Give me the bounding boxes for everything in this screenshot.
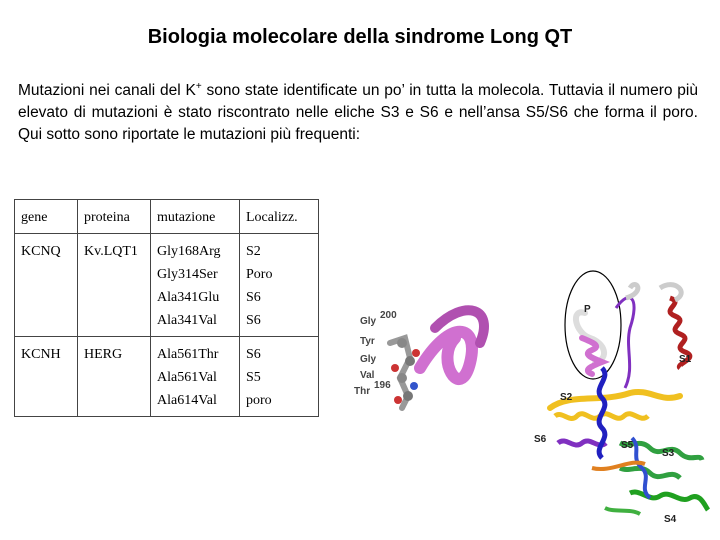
location-item: Poro: [246, 267, 273, 282]
intro-paragraph: Mutazioni nei canali del K+ sono state i…: [18, 80, 698, 146]
intro-text-1: Mutazioni nei canali del K: [18, 82, 196, 99]
label-s1: S1: [679, 354, 692, 365]
mutation-item: Ala341Val: [157, 313, 217, 328]
location-cell: S2 Poro S6 S6: [239, 233, 319, 337]
protein-cell: Kv.LQT1: [77, 233, 151, 337]
header-location: Localizz.: [239, 199, 319, 234]
mutation-cell: Gly168Arg Gly314Ser Ala341Glu Ala341Val: [150, 233, 240, 337]
label-s6: S6: [534, 434, 547, 445]
pore-helix-closeup: Gly 200 Tyr Gly Val Thr 196: [354, 305, 489, 411]
mutation-item: Ala561Thr: [157, 347, 219, 362]
residue-number: 196: [374, 380, 391, 391]
mutation-item: Ala614Val: [157, 393, 217, 408]
table-header-row: gene proteina mutazione Localizz.: [14, 199, 319, 234]
protein-cell: HERG: [77, 336, 151, 417]
location-item: S6: [246, 290, 261, 305]
channel-structure-figure: Gly 200 Tyr Gly Val Thr 196 P S1 S2 S6 S…: [354, 270, 711, 525]
label-s5: S5: [621, 440, 634, 451]
intro-text-2: sono state identificate un po’ in tutta …: [18, 82, 698, 143]
residue-number: 200: [380, 310, 397, 321]
location-item: S6: [246, 347, 261, 362]
header-protein: proteina: [77, 199, 151, 234]
residue-label: Val: [360, 370, 375, 381]
residue-label: Gly: [360, 354, 377, 365]
table-row: KCNQ Kv.LQT1 Gly168Arg Gly314Ser Ala341G…: [14, 233, 319, 337]
pore-highlight-oval: [564, 270, 622, 380]
mutations-table: gene proteina mutazione Localizz. KCNQ K…: [14, 199, 319, 417]
mutation-item: Gly168Arg: [157, 244, 221, 259]
header-mutation: mutazione: [150, 199, 240, 234]
residue-label: Gly: [360, 316, 377, 327]
location-cell: S6 S5 poro: [239, 336, 319, 417]
mutation-item: Ala341Glu: [157, 290, 220, 305]
label-s4: S4: [664, 514, 677, 525]
mutation-item: Ala561Val: [157, 370, 217, 385]
label-p: P: [584, 304, 591, 315]
label-s2: S2: [560, 392, 573, 403]
label-s3: S3: [662, 448, 675, 459]
residue-label: Tyr: [360, 336, 375, 347]
location-item: poro: [246, 393, 272, 408]
channel-subunit: P S1 S2 S6 S5 S3 S4: [534, 270, 711, 525]
mutation-item: Gly314Ser: [157, 267, 218, 282]
location-item: S6: [246, 313, 261, 328]
gene-cell: KCNQ: [14, 233, 78, 337]
gene-cell: KCNH: [14, 336, 78, 417]
residue-label: Thr: [354, 386, 370, 397]
table-row: KCNH HERG Ala561Thr Ala561Val Ala614Val …: [14, 336, 319, 417]
header-gene: gene: [14, 199, 78, 234]
mutation-cell: Ala561Thr Ala561Val Ala614Val: [150, 336, 240, 417]
slide-title: Biologia molecolare della sindrome Long …: [147, 26, 573, 48]
intro-superscript: +: [195, 80, 202, 92]
location-item: S5: [246, 370, 261, 385]
location-item: S2: [246, 244, 261, 259]
